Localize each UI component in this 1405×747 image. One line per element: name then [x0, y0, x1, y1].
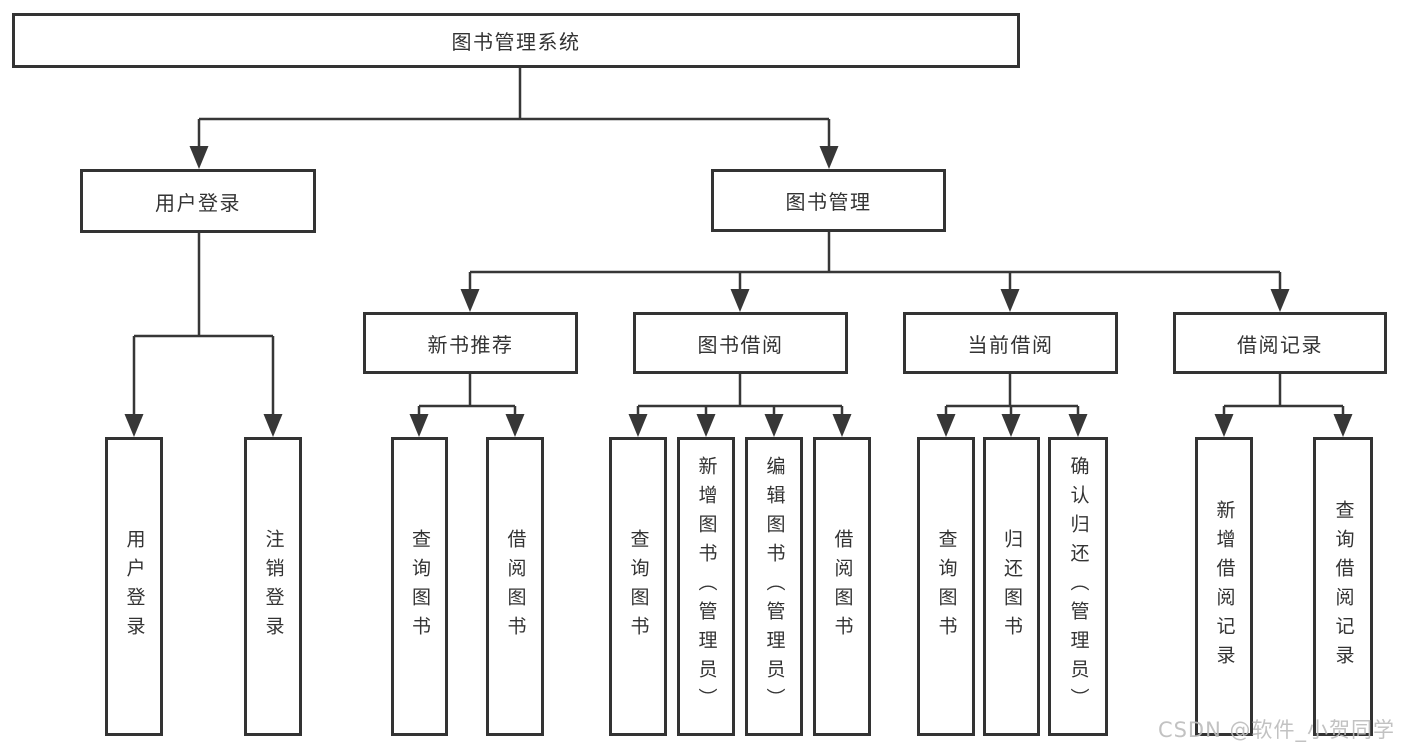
arrowhead-down-icon	[936, 414, 956, 437]
watermark-text: CSDN @软件_小贺同学	[1157, 718, 1395, 742]
node-label: 新书推荐	[427, 332, 514, 357]
arrowhead-down-icon	[189, 146, 209, 169]
arrowhead-down-icon	[1214, 414, 1234, 437]
arrowhead-down-icon	[1000, 289, 1020, 312]
node-label: 新增图书（管理员）	[695, 456, 718, 717]
node-label: 查询图书	[409, 528, 431, 645]
node-current-borrowing: 当前借阅	[903, 312, 1118, 374]
node-label: 图书借阅	[697, 332, 784, 357]
node-label: 图书管理系统	[451, 30, 581, 54]
node-leaf-borrow-book: 借阅图书	[813, 437, 871, 736]
node-leaf-borrow-book-rec: 借阅图书	[486, 437, 544, 736]
arrowhead-down-icon	[1333, 414, 1353, 437]
arrowhead-down-icon	[409, 414, 429, 437]
arrowhead-down-icon	[1270, 289, 1290, 312]
node-leaf-query-book-rec: 查询图书	[391, 437, 448, 736]
arrowhead-down-icon	[730, 289, 750, 312]
node-leaf-confirm-return: 确认归还（管理员）	[1048, 437, 1108, 736]
node-book-management: 图书管理	[711, 169, 946, 232]
node-leaf-add-book-admin: 新增图书（管理员）	[677, 437, 735, 736]
node-book-borrowing: 图书借阅	[633, 312, 848, 374]
node-new-book-recommend: 新书推荐	[363, 312, 578, 374]
node-label: 用户登录	[155, 190, 241, 215]
node-leaf-return-book: 归还图书	[983, 437, 1040, 736]
node-label: 用户登录	[123, 528, 146, 645]
node-label: 查询借阅记录	[1332, 499, 1355, 674]
arrowhead-down-icon	[1001, 414, 1021, 437]
node-label: 借阅图书	[504, 528, 527, 645]
arrowhead-down-icon	[628, 414, 648, 437]
node-leaf-user-login: 用户登录	[105, 437, 163, 736]
node-leaf-add-borrow-record: 新增借阅记录	[1195, 437, 1253, 736]
node-label: 查询图书	[627, 528, 650, 645]
arrowhead-down-icon	[819, 146, 839, 169]
node-leaf-query-book-borrow: 查询图书	[609, 437, 667, 736]
node-label: 确认归还（管理员）	[1067, 456, 1090, 717]
arrowhead-down-icon	[505, 414, 525, 437]
node-label: 借阅图书	[831, 528, 854, 645]
node-label: 归还图书	[1001, 528, 1023, 645]
node-label: 注销登录	[262, 528, 285, 645]
arrowhead-down-icon	[696, 414, 716, 437]
node-root: 图书管理系统	[12, 13, 1020, 68]
node-label: 查询图书	[935, 528, 958, 645]
node-label: 编辑图书（管理员）	[763, 456, 786, 717]
node-leaf-logout: 注销登录	[244, 437, 302, 736]
arrowhead-down-icon	[764, 414, 784, 437]
arrowhead-down-icon	[263, 414, 283, 437]
arrowhead-down-icon	[460, 289, 480, 312]
node-label: 当前借阅	[967, 332, 1054, 357]
arrowhead-down-icon	[832, 414, 852, 437]
node-label: 图书管理	[785, 190, 872, 214]
arrowhead-down-icon	[124, 414, 144, 437]
node-leaf-query-borrow-record: 查询借阅记录	[1313, 437, 1373, 736]
node-label: 新增借阅记录	[1213, 499, 1236, 674]
node-user-login: 用户登录	[80, 169, 316, 233]
node-borrowing-records: 借阅记录	[1173, 312, 1387, 374]
node-label: 借阅记录	[1237, 332, 1323, 357]
node-leaf-edit-book-admin: 编辑图书（管理员）	[745, 437, 803, 736]
node-leaf-query-book-current: 查询图书	[917, 437, 975, 736]
arrowhead-down-icon	[1068, 414, 1088, 437]
